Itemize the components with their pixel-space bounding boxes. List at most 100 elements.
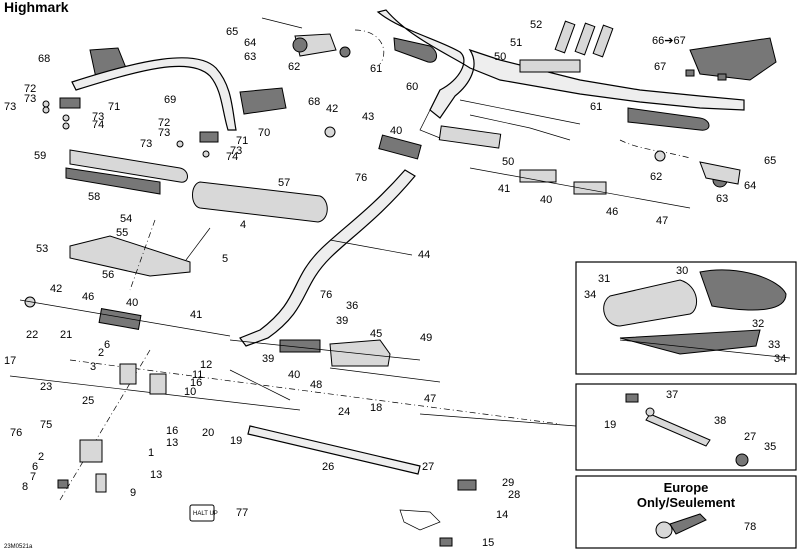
callout-28: 28	[508, 489, 520, 501]
callout-76-b: 76	[320, 289, 332, 301]
callout-76-c: 76	[10, 427, 22, 439]
callout-6-low: 6	[32, 461, 38, 473]
callout-29: 29	[502, 477, 514, 489]
shaft-26	[247, 425, 421, 475]
callout-76-a: 76	[355, 172, 367, 184]
callout-39-a: 39	[336, 315, 348, 327]
callout-3: 3	[90, 361, 96, 373]
cover-66	[689, 37, 777, 81]
callout-16-a: 16	[190, 377, 202, 389]
callout-53: 53	[36, 243, 48, 255]
callout-46-left: 46	[82, 291, 94, 303]
callout-52: 52	[530, 19, 542, 31]
callout-49: 49	[420, 332, 432, 344]
callout-44: 44	[418, 249, 430, 261]
callout-17: 17	[4, 355, 16, 367]
europe-subtitle: Only/Seulement	[637, 495, 736, 510]
callout-65-right: 65	[764, 155, 776, 167]
inset-box-europe	[575, 475, 797, 549]
callout-38: 38	[714, 415, 726, 427]
callout-27-box: 27	[744, 431, 756, 443]
pad-57	[192, 181, 328, 223]
callout-71-b: 71	[236, 135, 248, 147]
callout-77: 77	[236, 507, 248, 519]
callout-40-low: 40	[288, 369, 300, 381]
inset-box-linkage	[575, 383, 797, 471]
callout-63-top: 63	[244, 51, 256, 63]
steering-column-tube	[239, 169, 416, 347]
callout-7: 7	[30, 471, 36, 483]
callout-66-67: 66➔67	[652, 35, 686, 47]
callout-35: 35	[764, 441, 776, 453]
grip-top	[393, 37, 437, 63]
bracket-45	[329, 339, 391, 367]
horn-bulb	[655, 521, 673, 539]
callout-6-top: 6	[104, 339, 110, 351]
callout-40-mid: 40	[540, 194, 552, 206]
callout-70: 70	[258, 127, 270, 139]
halt-up-text: HALT UP	[193, 511, 218, 517]
callout-73-f: 73	[230, 145, 242, 157]
callout-42-left: 42	[50, 283, 62, 295]
callout-34-a: 34	[584, 289, 596, 301]
callout-45: 45	[370, 328, 382, 340]
callout-69: 69	[164, 94, 176, 106]
callout-60: 60	[406, 81, 418, 93]
callout-42-top: 42	[326, 103, 338, 115]
callout-62-top: 62	[288, 61, 300, 73]
callout-16-b: 16	[166, 425, 178, 437]
callout-68-mid: 68	[308, 96, 320, 108]
diagram-title: Highmark	[4, 0, 69, 15]
callout-22: 22	[26, 329, 38, 341]
inset-box-handguard	[575, 261, 797, 375]
callout-37: 37	[666, 389, 678, 401]
callout-61-right: 61	[590, 101, 602, 113]
callout-67: 67	[654, 61, 666, 73]
callout-1: 1	[148, 447, 154, 459]
callout-73-c: 73	[92, 111, 104, 123]
callout-50-mid: 50	[502, 156, 514, 168]
callout-58: 58	[88, 191, 100, 203]
callout-4: 4	[240, 219, 246, 231]
handlebar	[376, 9, 745, 119]
callout-20: 20	[202, 427, 214, 439]
callout-30: 30	[676, 265, 688, 277]
callout-32: 32	[752, 318, 764, 330]
bracket-53	[69, 235, 191, 277]
callout-19-b: 19	[604, 419, 616, 431]
callout-23: 23	[40, 381, 52, 393]
callout-24: 24	[338, 406, 350, 418]
callout-63-right: 63	[716, 193, 728, 205]
callout-65-top: 65	[226, 26, 238, 38]
callout-19-a: 19	[230, 435, 242, 447]
callout-33: 33	[768, 339, 780, 351]
callout-56: 56	[102, 269, 114, 281]
pad-58	[65, 167, 161, 195]
pad-59	[69, 149, 188, 183]
callout-72-b: 72	[158, 117, 170, 129]
callout-71-a: 71	[108, 101, 120, 113]
callout-21: 21	[60, 329, 72, 341]
callout-48: 48	[310, 379, 322, 391]
callout-73-a: 73	[24, 93, 36, 105]
grip-right	[627, 107, 710, 131]
callout-2-top: 2	[98, 347, 104, 359]
callout-57: 57	[278, 177, 290, 189]
callout-40-top: 40	[390, 125, 402, 137]
callout-64-right: 64	[744, 180, 756, 192]
callout-10: 10	[184, 386, 196, 398]
callout-18: 18	[370, 402, 382, 414]
callout-50-top: 50	[494, 51, 506, 63]
callout-25: 25	[82, 395, 94, 407]
callout-55: 55	[116, 227, 128, 239]
callout-68-left: 68	[38, 53, 50, 65]
callout-36: 36	[346, 300, 358, 312]
callout-62-right: 62	[650, 171, 662, 183]
callout-26: 26	[322, 461, 334, 473]
halt-up-sign	[189, 504, 215, 522]
callout-13-b: 13	[150, 469, 162, 481]
callout-73-b: 73	[4, 101, 16, 113]
europe-title: Europe	[664, 480, 709, 495]
callout-54: 54	[120, 213, 132, 225]
